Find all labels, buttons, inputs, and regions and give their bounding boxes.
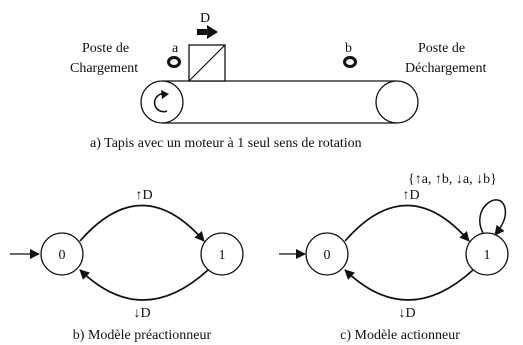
actuator-model: 0 1 ↑D ↓D {↑a, ↑b, ↓a, ↓b} c) Modèle act… (279, 172, 509, 343)
caption-b: b) Modèle préactionneur (73, 328, 212, 343)
self-loop-label: {↑a, ↑b, ↓a, ↓b} (408, 172, 497, 187)
state-0-label: 0 (59, 248, 66, 263)
product-label: D (200, 11, 210, 26)
state-0-label: 0 (324, 248, 331, 263)
state-1 (200, 232, 244, 276)
state-1-label: 1 (219, 248, 226, 263)
transition-down-label: ↓D (398, 306, 415, 321)
sensor-b-label: b (345, 41, 352, 56)
self-loop (479, 199, 507, 236)
motor-pulley (140, 80, 184, 124)
transition-up-label: ↑D (402, 188, 419, 203)
conveyor-diagram: Poste de Chargement Poste de Déchargemen… (70, 11, 486, 151)
state-0 (40, 232, 84, 276)
unloading-station-label-line2: Déchargement (405, 61, 486, 76)
state-1-label: 1 (484, 248, 491, 263)
loading-station-label-line1: Poste de (82, 41, 129, 56)
sensor-b-icon (343, 56, 357, 68)
product-box (188, 44, 226, 82)
sensor-a-icon (167, 56, 181, 68)
caption-c: c) Modèle actionneur (340, 328, 460, 343)
sensor-a-label: a (172, 41, 179, 56)
rotation-icon (153, 90, 169, 113)
transition-up-label: ↑D (135, 188, 152, 203)
transition-0-to-1 (79, 204, 205, 242)
caption-a: a) Tapis avec un moteur à 1 seul sens de… (90, 136, 362, 151)
preactuator-model: 0 1 ↑D ↓D b) Modèle préactionneur (10, 188, 244, 343)
conveyor-belt (140, 80, 419, 124)
state-0 (305, 232, 349, 276)
transition-1-to-0 (344, 269, 474, 301)
transition-1-to-0 (79, 269, 209, 301)
transition-down-label: ↓D (133, 306, 150, 321)
direction-arrow-icon (197, 25, 218, 39)
unloading-station-label-line1: Poste de (418, 41, 465, 56)
state-1 (465, 232, 509, 276)
loading-station-label-line2: Chargement (70, 61, 138, 76)
idler-pulley (375, 80, 419, 124)
transition-0-to-1 (344, 204, 470, 242)
